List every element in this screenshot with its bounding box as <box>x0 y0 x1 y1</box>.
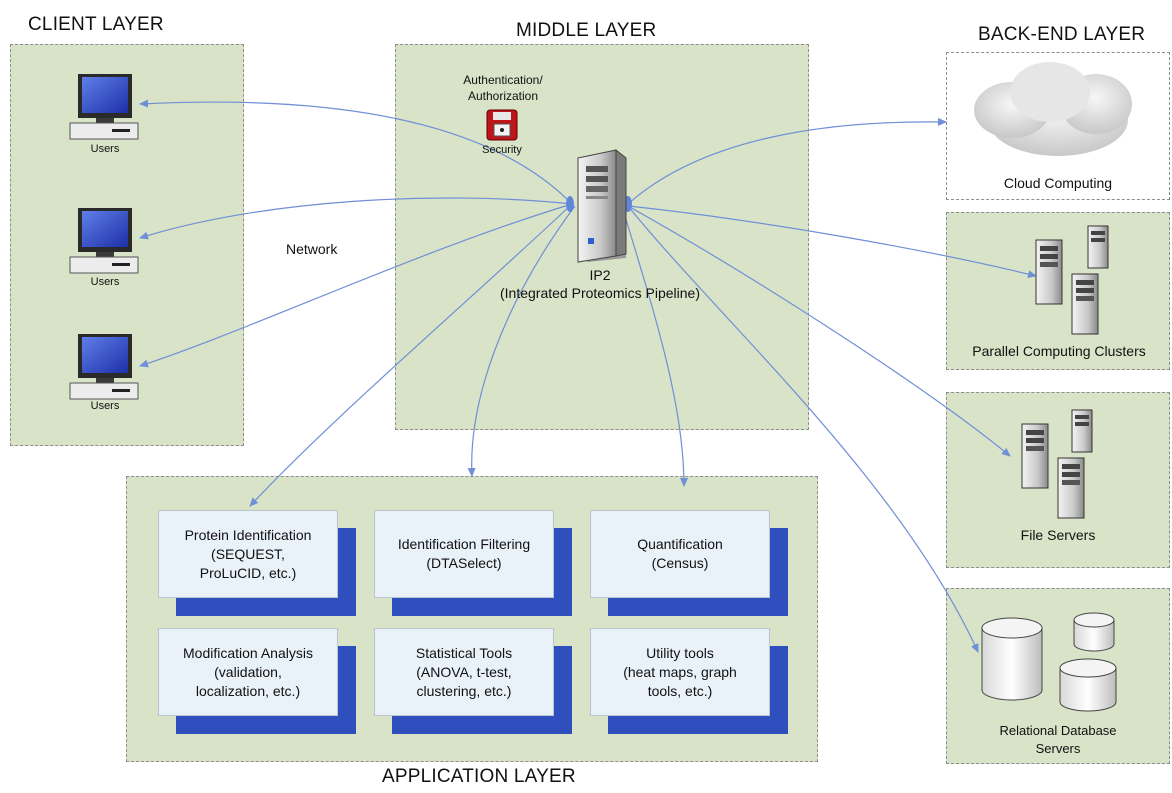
cloud-computing-label: Cloud Computing <box>1003 175 1113 191</box>
file-servers-label: File Servers <box>1020 527 1096 543</box>
file-servers-icon <box>1021 409 1093 519</box>
user-label-2: Users <box>90 276 120 288</box>
ip2-description: (Integrated Proteomics Pipeline) <box>500 285 700 301</box>
user-label-1: Users <box>90 143 120 155</box>
security-label: Security <box>482 144 522 156</box>
arrow-to-user-3 <box>139 203 573 368</box>
arrow-to-clusters <box>627 205 1037 278</box>
database-cylinders-icon <box>981 612 1117 712</box>
backend-layer-title: BACK-END LAYER <box>978 24 1146 45</box>
database-servers-label: Relational Database Servers <box>999 723 1117 756</box>
security-lock-icon <box>486 109 518 141</box>
module-label: Statistical Tools (ANOVA, t-test, cluste… <box>415 644 513 699</box>
arrow-to-file-servers <box>627 205 1011 457</box>
computer-icon-2 <box>69 208 139 274</box>
client-layer-title: CLIENT LAYER <box>28 14 164 35</box>
arrow-to-user-1 <box>139 99 573 205</box>
cluster-servers-icon <box>1035 225 1109 335</box>
arrow-to-application-center <box>467 205 576 477</box>
computer-icon-3 <box>69 334 139 400</box>
authentication-label: Authentication/ Authorization <box>463 73 543 103</box>
module-label: Modification Analysis (validation, local… <box>183 644 313 699</box>
arrow-to-protein-identification <box>249 203 573 507</box>
left-connector-knob <box>566 196 574 212</box>
module-utility-tools: Utility tools (heat maps, graph tools, e… <box>590 628 788 734</box>
module-label: Protein Identification (SEQUEST, ProLuCI… <box>184 526 312 581</box>
module-label: Utility tools (heat maps, graph tools, e… <box>623 644 737 699</box>
user-label-3: Users <box>90 400 120 412</box>
middle-layer-title: MIDDLE LAYER <box>516 20 657 41</box>
module-modification-analysis: Modification Analysis (validation, local… <box>158 628 356 734</box>
parallel-clusters-label: Parallel Computing Clusters <box>972 343 1146 359</box>
arrow-to-databases <box>627 205 979 653</box>
arrow-to-cloud <box>627 117 947 205</box>
module-quantification: Quantification (Census) <box>590 510 788 616</box>
ip2-server-icon <box>577 148 627 263</box>
ip2-label: IP2 <box>589 267 611 283</box>
module-label: Quantification (Census) <box>637 536 723 571</box>
module-statistical-tools: Statistical Tools (ANOVA, t-test, cluste… <box>374 628 572 734</box>
arrow-to-quantification <box>621 205 688 487</box>
module-identification-filtering: Identification Filtering (DTASelect) <box>374 510 572 616</box>
module-label: Identification Filtering (DTASelect) <box>397 536 531 571</box>
arrow-to-user-2 <box>139 197 573 240</box>
computer-icon-1 <box>69 74 139 140</box>
network-label: Network <box>286 241 338 257</box>
module-protein-identification: Protein Identification (SEQUEST, ProLuCI… <box>158 510 356 616</box>
connections <box>139 99 1037 653</box>
application-layer-title: APPLICATION LAYER <box>382 766 576 787</box>
cloud-icon <box>974 62 1132 156</box>
